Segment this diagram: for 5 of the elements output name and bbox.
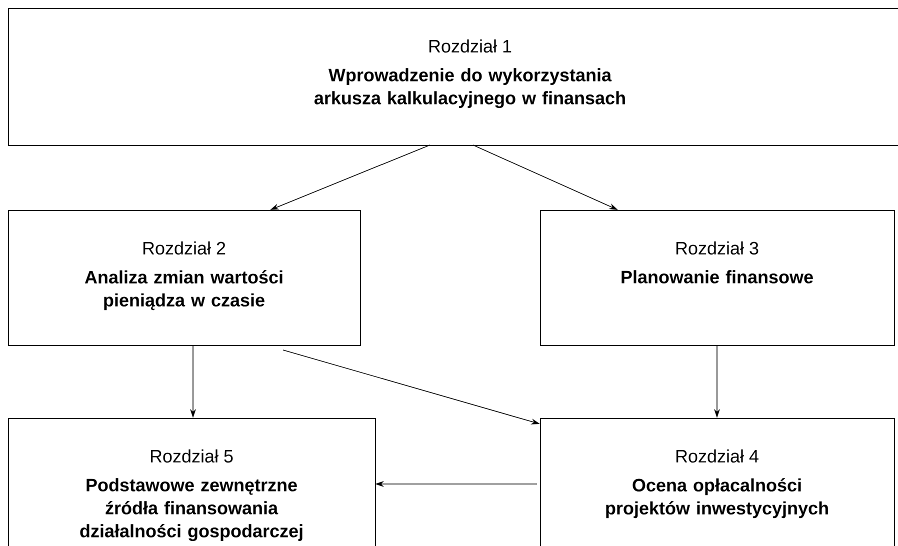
chapter-box: Rozdział 5 Podstawowe zewnętrzne źródła finansowania działalności gospodarczej	[8, 418, 376, 546]
chapter-box: Rozdział 1 Wprowadzenie do wykorzystania arkusza kalkulacyjnego w finansach	[8, 8, 898, 146]
chapter-box: Rozdział 3 Planowanie finansowe	[540, 210, 895, 346]
chapter-box: Rozdział 2 Analiza zmian wartości pieniądza w czasie	[8, 210, 361, 346]
chapter-box: Rozdział 4 Ocena opłacalności projektów inwestycyjnych	[540, 418, 895, 546]
